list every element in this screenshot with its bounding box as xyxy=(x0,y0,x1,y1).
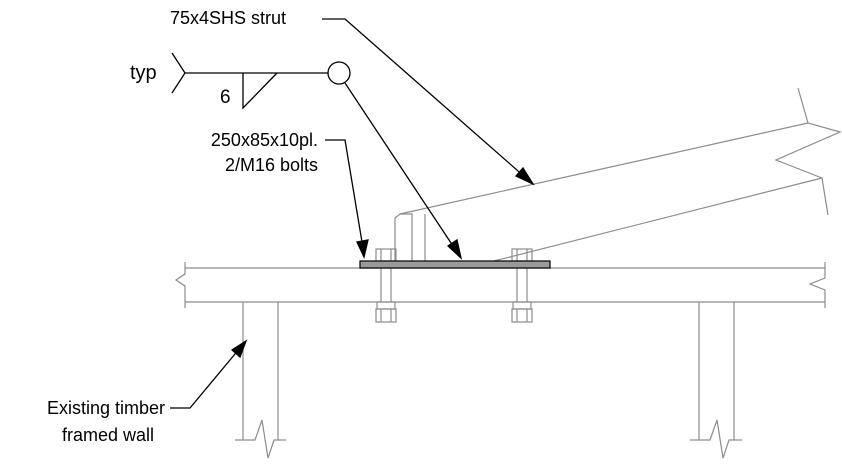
strut-break-right xyxy=(774,87,842,216)
beam-break-right xyxy=(808,262,826,308)
weld-size-label: 6 xyxy=(220,87,231,108)
weld-all-round-circle xyxy=(327,61,351,85)
beam-break-left xyxy=(174,262,186,308)
wall-leader xyxy=(170,347,241,409)
plate-leader-arrowhead xyxy=(356,239,369,259)
strut-label: 75x4SHS strut xyxy=(170,8,287,28)
strut-leader-arrowhead xyxy=(514,166,535,186)
strut-bottom-edge xyxy=(489,177,823,263)
wall-leader-arrowhead xyxy=(230,339,248,359)
wall-label-line1: Existing timber xyxy=(46,398,165,418)
weld-typ-label: typ xyxy=(130,62,157,84)
plate-label-line2: 2/M16 bolts xyxy=(224,155,318,175)
weld-leader xyxy=(344,82,458,253)
weld-symbol xyxy=(171,52,463,260)
shs-strut xyxy=(394,87,842,263)
plate-leader xyxy=(325,139,364,249)
weld-leader-arrowhead xyxy=(446,238,463,260)
strut-end-cut xyxy=(394,213,413,262)
callout-leaders xyxy=(170,18,535,409)
stud-right-break xyxy=(690,419,742,459)
fillet-weld-triangle xyxy=(242,72,278,110)
bolts xyxy=(375,248,533,323)
existing-timber-wall xyxy=(174,262,826,459)
bolt-right xyxy=(511,248,533,323)
wall-label-line2: framed wall xyxy=(61,425,154,445)
plate-label-line1: 250x85x10pl. xyxy=(210,130,318,150)
bolt-left xyxy=(375,248,397,323)
strut-top-edge xyxy=(399,122,809,215)
weld-tail xyxy=(171,52,186,94)
base-plate xyxy=(359,260,551,269)
stud-left-break xyxy=(235,419,286,459)
strut-leader xyxy=(322,18,527,179)
